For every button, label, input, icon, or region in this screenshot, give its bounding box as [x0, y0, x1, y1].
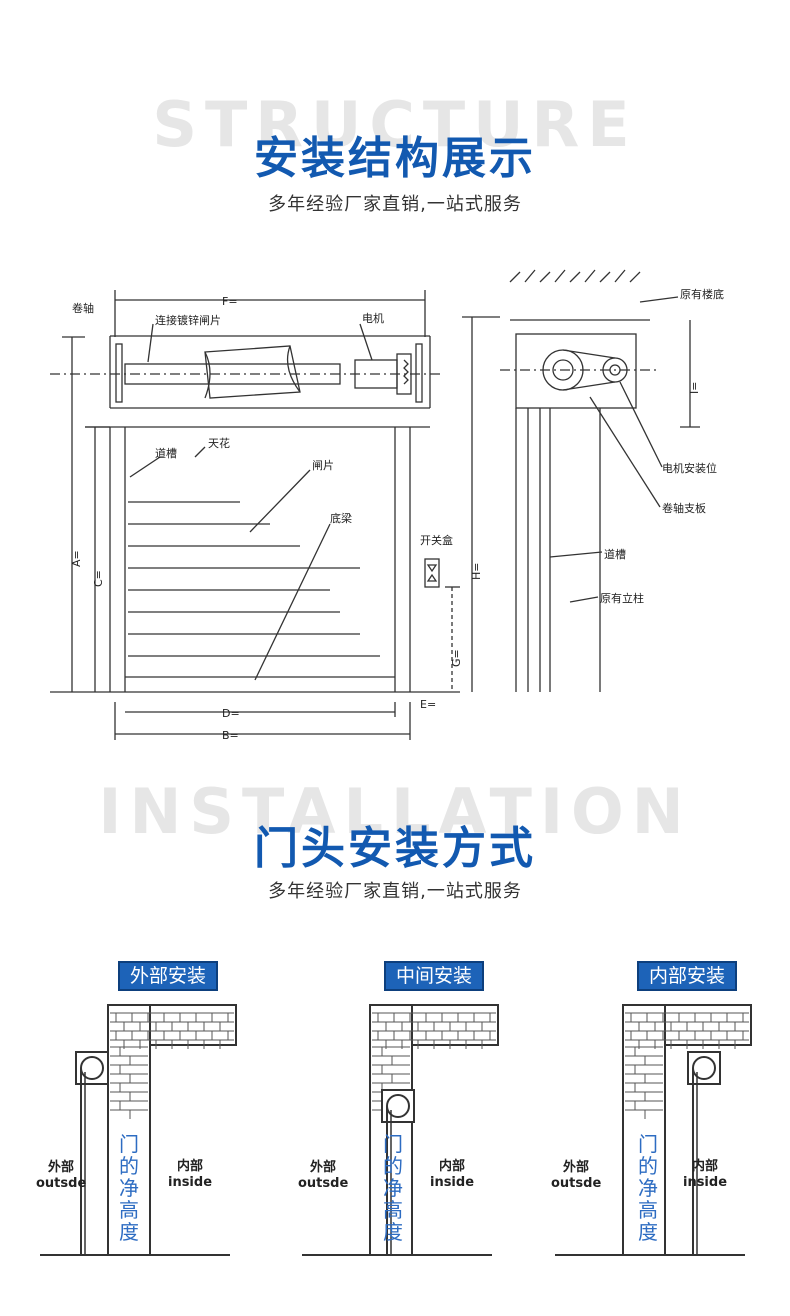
installation-bg-word: INSTALLATION [98, 775, 692, 848]
label-switch-box: 开关盒 [420, 533, 453, 547]
label-floor-bottom: 原有楼底 [680, 287, 724, 301]
label-b: B= [222, 729, 239, 742]
install-method-tag: 外部安装 [118, 961, 219, 991]
structure-drawing: 卷轴 F= 连接镀锌闸片 电机 道槽 天花 闸片 底梁 开关盒 D= B= E=… [50, 269, 724, 742]
install-method-tag: 内部安装 [637, 961, 738, 991]
structure-subtitle: 多年经验厂家直销,一站式服务 [268, 194, 522, 215]
label-guide-right: 道槽 [604, 547, 626, 561]
label-i: I= [688, 382, 701, 394]
label-motor: 电机 [362, 311, 384, 325]
label-slat: 闸片 [312, 459, 334, 472]
label-slats-connect: 连接镀锌闸片 [155, 313, 221, 327]
label-d: D= [222, 707, 240, 720]
install-method-diagram [302, 1004, 499, 1256]
label-ceiling: 天花 [208, 437, 230, 450]
label-g: G= [450, 649, 463, 667]
label-shaft-bracket: 卷轴支板 [662, 501, 706, 515]
label-motor-position: 电机安装位 [662, 461, 717, 475]
label-f: F= [222, 295, 238, 308]
label-roll-shaft: 卷轴 [72, 301, 94, 315]
install-method-diagram [555, 1004, 752, 1256]
installation-subtitle: 多年经验厂家直销,一站式服务 [268, 881, 522, 902]
structure-title: 安装结构展示 [254, 133, 536, 184]
install-method-diagram [40, 1004, 237, 1256]
install-method-tag: 中间安装 [384, 961, 485, 991]
door-clear-height-label: 门的净高度 [383, 1132, 403, 1244]
door-clear-height-label: 门的净高度 [638, 1132, 658, 1244]
label-h: H= [470, 563, 483, 581]
label-c: C= [92, 570, 105, 587]
label-a: A= [70, 550, 83, 567]
label-e: E= [420, 698, 436, 711]
label-bottom-beam: 底梁 [330, 511, 352, 525]
label-column: 原有立柱 [600, 591, 644, 605]
installation-title: 门头安装方式 [254, 823, 536, 874]
door-clear-height-label: 门的净高度 [119, 1132, 139, 1244]
label-guide: 道槽 [155, 446, 177, 460]
structure-bg-word: STRUCTURE [152, 88, 638, 161]
